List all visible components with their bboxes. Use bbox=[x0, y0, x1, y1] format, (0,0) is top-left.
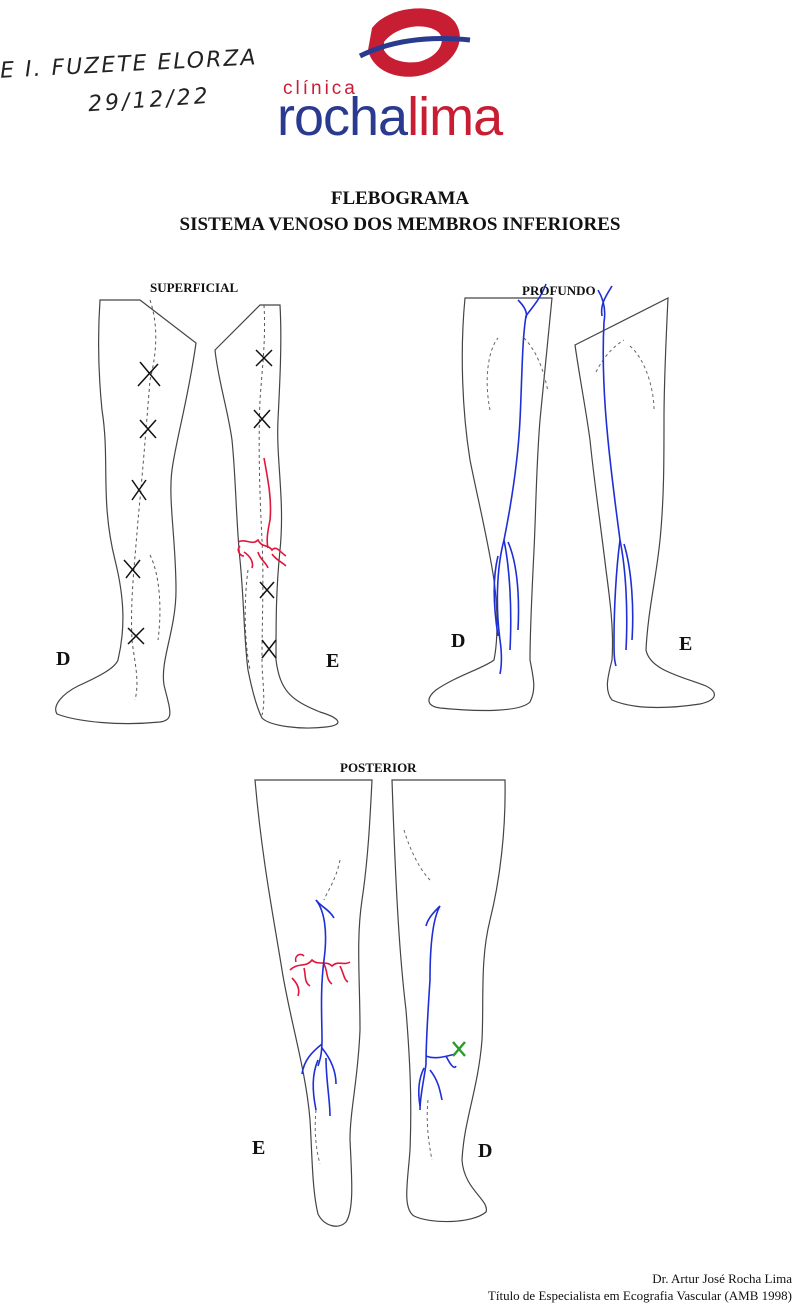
posterior-right-leg-outline bbox=[391, 779, 506, 1223]
posterior-left-outline-inner bbox=[314, 859, 341, 1165]
superficial-left-varicose-veins bbox=[237, 457, 287, 569]
logo-wordmark: rochalima bbox=[277, 86, 503, 148]
section-label-superficial: SUPERFICIAL bbox=[150, 280, 239, 295]
footer-doctor-name: Dr. Artur José Rocha Lima bbox=[652, 1271, 792, 1286]
posterior-left-varicose-veins bbox=[289, 953, 351, 997]
logo-wordmark-part2: lima bbox=[407, 87, 503, 147]
perforator-marker-x bbox=[452, 1041, 466, 1057]
profundo-side-right-letter: D bbox=[451, 630, 466, 652]
profundo-right-outline-inner bbox=[486, 337, 549, 411]
clinic-logo-emblem bbox=[358, 8, 471, 77]
posterior-left-leg-outline bbox=[254, 779, 373, 1227]
superficial-left-leg-outline bbox=[214, 304, 339, 729]
page-title: FLEBOGRAMA bbox=[330, 188, 470, 209]
superficial-side-left-letter: E bbox=[326, 650, 340, 672]
page-subtitle: SISTEMA VENOSO DOS MEMBROS INFERIORES bbox=[179, 214, 621, 235]
posterior-side-right-letter: D bbox=[478, 1140, 493, 1162]
profundo-left-deep-veins bbox=[597, 285, 634, 667]
logo-prefix-text: clínica bbox=[283, 78, 358, 99]
posterior-right-small-saphenous bbox=[418, 905, 457, 1111]
superficial-side-right-letter: D bbox=[56, 648, 71, 670]
profundo-right-leg-outline bbox=[428, 297, 553, 712]
profundo-left-outline-inner bbox=[595, 339, 655, 411]
superficial-right-leg-outline bbox=[55, 299, 197, 725]
footer-credential: Título de Especialista em Ecografia Vasc… bbox=[487, 1288, 792, 1303]
section-label-posterior: POSTERIOR bbox=[340, 760, 417, 775]
section-label-profundo: PROFUNDO bbox=[522, 283, 596, 298]
posterior-side-left-letter: E bbox=[252, 1137, 266, 1159]
superficial-right-markers bbox=[123, 361, 161, 645]
logo-wordmark-part1: rocha bbox=[277, 87, 408, 147]
profundo-left-leg-outline bbox=[574, 297, 715, 709]
posterior-right-outline-inner bbox=[403, 829, 433, 1161]
superficial-left-saphenous-path bbox=[244, 304, 266, 716]
superficial-left-markers bbox=[253, 349, 277, 659]
posterior-left-small-saphenous bbox=[301, 899, 337, 1117]
profundo-side-left-letter: E bbox=[679, 633, 693, 655]
profundo-right-deep-veins bbox=[493, 283, 547, 675]
superficial-right-saphenous-path bbox=[131, 299, 161, 701]
